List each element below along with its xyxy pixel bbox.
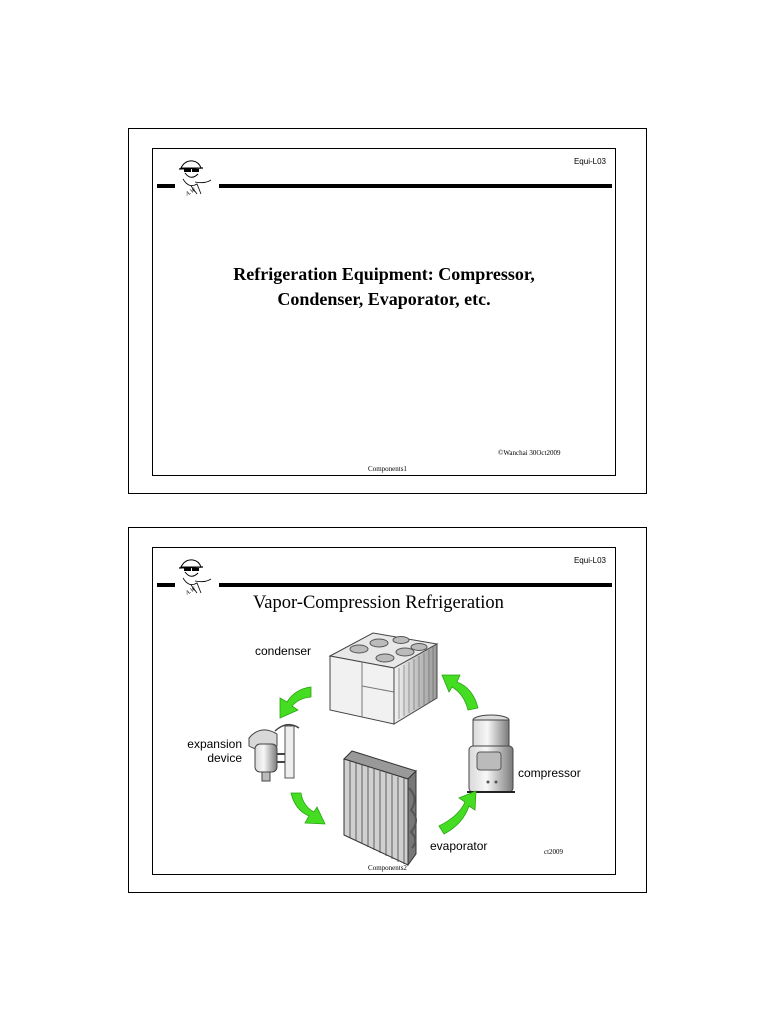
flow-arrow-icon [441,674,479,711]
evaporator-coil-icon [343,750,417,867]
expansion-label-line-1: expansion [187,737,242,751]
flow-arrow-icon [438,790,477,835]
slide-title-line-1: Refrigeration Equipment: Compressor, [233,264,535,284]
header-rule-long [219,184,612,188]
expansion-label-line-2: device [207,751,242,765]
evaporator-label: evaporator [430,839,488,853]
cartoon-logo-icon: A.W [178,559,212,597]
flow-arrow-icon [279,686,312,719]
refrigeration-cycle-diagram [248,632,515,867]
cartoon-logo-icon: A.W [178,160,212,198]
header-rule-short [157,184,175,188]
slide-1: A.W Equi-L03 Refrigeration Equipment: Co… [152,148,616,476]
condenser-label: condenser [255,644,312,658]
slide-code: Equi-L03 [573,556,606,565]
condenser-unit-icon [328,632,439,725]
header-rule-short [157,583,175,587]
slide-title: Refrigeration Equipment: Compressor, Con… [183,262,585,312]
svg-text:A.W: A.W [184,586,198,597]
compressor-label: compressor [518,766,581,780]
copyright-partial: ct2009 [544,848,564,856]
slide-code: Equi-L03 [573,157,606,166]
slide-2: A.W Equi-L03 Vapor-Compression Refrigera… [152,547,616,875]
handout-frame-1: A.W Equi-L03 Refrigeration Equipment: Co… [128,128,647,494]
compressor-unit-icon [467,714,515,793]
handout-frame-2: A.W Equi-L03 Vapor-Compression Refrigera… [128,527,647,893]
slide-title-line-2: Condenser, Evaporator, etc. [277,289,491,309]
slide-footer: Components2 [368,864,407,872]
copyright: ©Wanchai 30Oct2009 [498,449,561,457]
svg-text:A.W: A.W [184,187,198,198]
header-rule-long [219,583,612,587]
flow-arrow-icon [290,792,326,825]
slide-footer: Components1 [368,465,407,473]
expansion-valve-icon [248,723,300,782]
flow-arrows [279,674,479,835]
expansion-device-label: expansion device [179,737,242,765]
slide-title: Vapor-Compression Refrigeration [253,593,504,613]
